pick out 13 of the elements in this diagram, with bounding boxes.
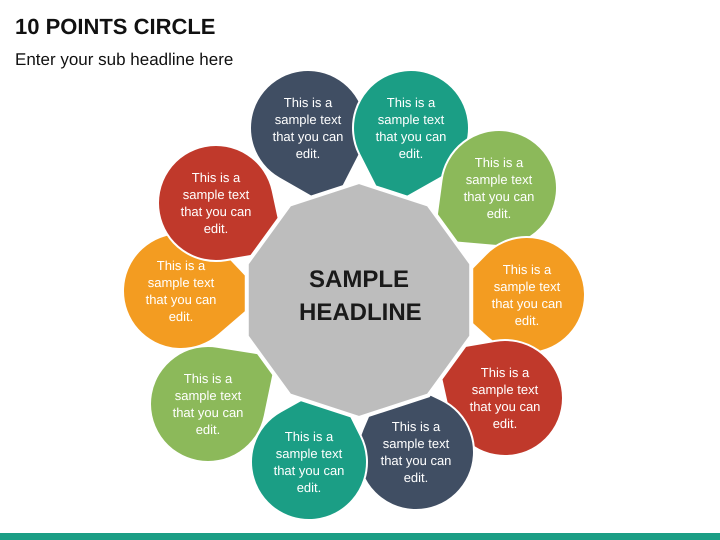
petal-text: This is a sample text that you can edit. [374, 94, 448, 162]
petal-text: This is a sample text that you can edit. [380, 418, 452, 486]
petal-text: This is a sample text that you can edit. [462, 154, 536, 222]
petal-text: This is a sample text that you can edit. [490, 261, 564, 329]
subheadline: Enter your sub headline here [15, 50, 234, 70]
petal-text: This is a sample text that you can edit. [272, 94, 344, 162]
title: 10 POINTS CIRCLE [15, 14, 216, 40]
petal-text: This is a sample text that you can edit. [144, 257, 218, 325]
petal-text: This is a sample text that you can edit. [180, 169, 252, 237]
petal-text: This is a sample text that you can edit. [272, 428, 346, 496]
petal-text: This is a sample text that you can edit. [468, 364, 542, 432]
headline-text: SAMPLE HEADLINE [299, 265, 419, 328]
petal-text: This is a sample text that you can edit. [172, 370, 244, 438]
